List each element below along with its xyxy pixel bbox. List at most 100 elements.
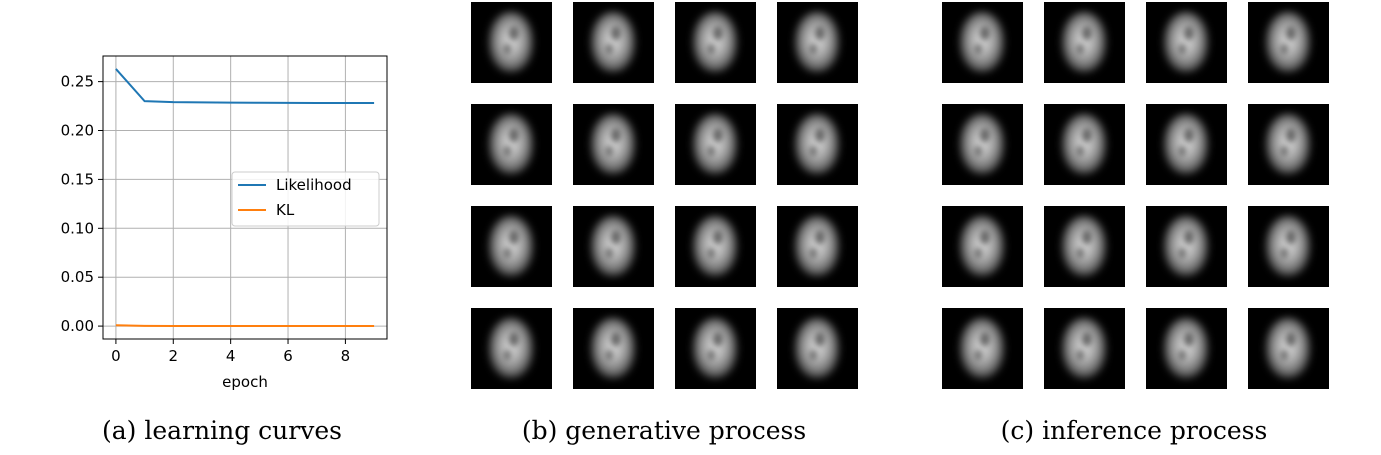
digit-shadow bbox=[1082, 26, 1092, 40]
digit-shadow bbox=[974, 44, 982, 55]
sample-image bbox=[942, 2, 1023, 83]
sample-image bbox=[777, 2, 858, 83]
y-tick-label-0: 0.00 bbox=[61, 317, 94, 335]
digit-shadow bbox=[1184, 26, 1194, 40]
digit-shadow bbox=[605, 350, 613, 361]
digit-shadow bbox=[1280, 146, 1288, 157]
digit-shadow bbox=[707, 146, 715, 157]
sample-image bbox=[471, 104, 552, 185]
sample-image bbox=[471, 2, 552, 83]
digit-shadow bbox=[974, 248, 982, 259]
blurred-digit bbox=[591, 216, 635, 276]
sample-image bbox=[1146, 206, 1227, 287]
y-tick-label-1: 0.05 bbox=[61, 268, 94, 286]
series-line-likelihood bbox=[115, 68, 375, 105]
blurred-digit bbox=[795, 114, 839, 174]
digit-shadow bbox=[1178, 44, 1186, 55]
sample-image bbox=[942, 206, 1023, 287]
sample-image bbox=[777, 308, 858, 389]
sample-image bbox=[942, 104, 1023, 185]
blurred-digit bbox=[693, 114, 737, 174]
blurred-digit bbox=[693, 318, 737, 378]
blurred-digit bbox=[489, 12, 533, 72]
digit-shadow bbox=[503, 248, 511, 259]
sample-image bbox=[471, 308, 552, 389]
digit-shadow bbox=[1076, 44, 1084, 55]
digit-shadow bbox=[1184, 128, 1194, 142]
blurred-digit bbox=[1164, 12, 1208, 72]
blurred-digit bbox=[960, 216, 1004, 276]
sample-image bbox=[1146, 2, 1227, 83]
digit-shadow bbox=[605, 44, 613, 55]
digit-shadow bbox=[815, 26, 825, 40]
x-tick-label-0: 0 bbox=[111, 347, 121, 365]
digit-shadow bbox=[980, 26, 990, 40]
digit-shadow bbox=[1286, 128, 1296, 142]
digit-shadow bbox=[1082, 230, 1092, 244]
digit-shadow bbox=[713, 26, 723, 40]
digit-shadow bbox=[1178, 350, 1186, 361]
blurred-digit bbox=[1266, 216, 1310, 276]
series-lines bbox=[115, 68, 375, 327]
digit-shadow bbox=[1280, 44, 1288, 55]
digit-shadow bbox=[1082, 128, 1092, 142]
digit-shadow bbox=[815, 230, 825, 244]
digit-shadow bbox=[707, 248, 715, 259]
blurred-digit bbox=[795, 12, 839, 72]
sample-image bbox=[675, 206, 756, 287]
sample-image bbox=[1044, 308, 1125, 389]
caption-inference-process: (c) inference process bbox=[1000, 416, 1268, 445]
sample-image bbox=[675, 104, 756, 185]
sample-image bbox=[1248, 206, 1329, 287]
sample-image bbox=[942, 308, 1023, 389]
sample-image bbox=[1248, 2, 1329, 83]
y-tick-label-4: 0.20 bbox=[61, 122, 94, 140]
sample-image bbox=[1248, 104, 1329, 185]
sample-image bbox=[1248, 308, 1329, 389]
sample-image bbox=[1146, 308, 1227, 389]
digit-shadow bbox=[509, 26, 519, 40]
blurred-digit bbox=[591, 12, 635, 72]
sample-image bbox=[675, 2, 756, 83]
x-tick-label-2: 4 bbox=[226, 347, 236, 365]
y-tick-label-2: 0.10 bbox=[61, 219, 94, 237]
sample-image bbox=[573, 104, 654, 185]
digit-shadow bbox=[815, 332, 825, 346]
blurred-digit bbox=[960, 12, 1004, 72]
sample-image bbox=[573, 206, 654, 287]
sample-image bbox=[675, 308, 756, 389]
digit-shadow bbox=[707, 350, 715, 361]
blurred-digit bbox=[960, 318, 1004, 378]
blurred-digit bbox=[693, 12, 737, 72]
axes-frame bbox=[102, 55, 388, 340]
digit-shadow bbox=[1286, 332, 1296, 346]
sample-image bbox=[777, 104, 858, 185]
digit-shadow bbox=[605, 248, 613, 259]
y-tick-label-3: 0.15 bbox=[61, 170, 94, 188]
digit-shadow bbox=[611, 128, 621, 142]
generative-process-grid bbox=[471, 2, 858, 389]
digit-shadow bbox=[1286, 230, 1296, 244]
digit-shadow bbox=[509, 230, 519, 244]
sample-image bbox=[1146, 104, 1227, 185]
blurred-digit bbox=[1062, 318, 1106, 378]
digit-shadow bbox=[809, 146, 817, 157]
digit-shadow bbox=[1280, 248, 1288, 259]
x-axis-label: epoch bbox=[222, 373, 268, 391]
digit-shadow bbox=[503, 350, 511, 361]
digit-shadow bbox=[707, 44, 715, 55]
digit-shadow bbox=[1286, 26, 1296, 40]
digit-shadow bbox=[1076, 350, 1084, 361]
digit-shadow bbox=[503, 44, 511, 55]
digit-shadow bbox=[1184, 332, 1194, 346]
blurred-digit bbox=[489, 114, 533, 174]
blurred-digit bbox=[693, 216, 737, 276]
digit-shadow bbox=[611, 230, 621, 244]
legend-entry-likelihood: Likelihood bbox=[276, 176, 352, 194]
digit-shadow bbox=[713, 332, 723, 346]
digit-shadow bbox=[980, 128, 990, 142]
x-tick-label-3: 6 bbox=[283, 347, 293, 365]
